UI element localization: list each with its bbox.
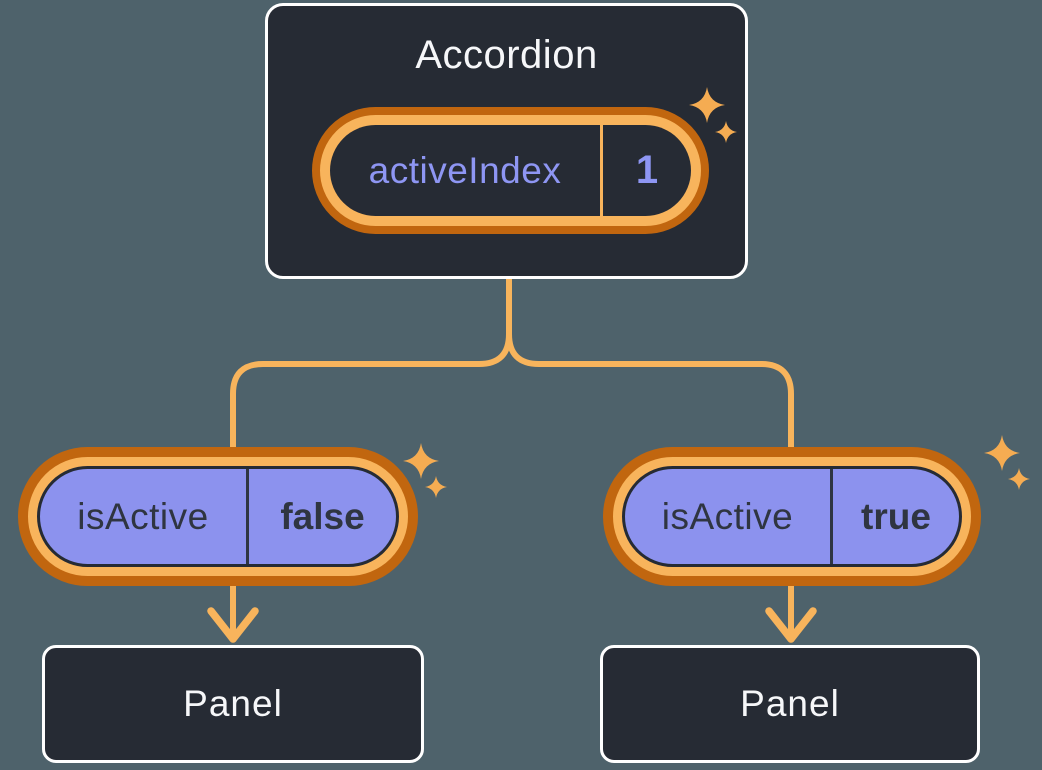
state-pill: activeIndex 1 bbox=[312, 107, 709, 234]
wire-right bbox=[506, 272, 794, 640]
prop-pill-body: isActive true bbox=[622, 466, 962, 567]
prop-name-label: isActive bbox=[77, 495, 209, 537]
component-title: Accordion bbox=[415, 33, 598, 77]
prop-pill-body: isActive false bbox=[37, 466, 399, 567]
sparkle-icon bbox=[403, 443, 447, 498]
state-name-label: activeIndex bbox=[368, 149, 562, 191]
prop-name-label: isActive bbox=[661, 495, 794, 537]
state-value-label: 1 bbox=[600, 125, 691, 216]
sparkle-icon bbox=[984, 435, 1030, 490]
state-pill-body: activeIndex 1 bbox=[330, 125, 691, 216]
sparkle-icon bbox=[689, 87, 737, 143]
arrow-down-icon bbox=[765, 607, 817, 643]
arrow-down-icon bbox=[207, 607, 259, 643]
prop-value-label: true bbox=[830, 469, 959, 564]
accordion-component-box: Accordion activeIndex 1 bbox=[265, 3, 748, 279]
prop-pill-isactive-true: isActive true bbox=[603, 447, 981, 586]
panel-component-box-right: Panel bbox=[600, 645, 980, 763]
prop-value-label: false bbox=[246, 469, 396, 564]
wire-left bbox=[230, 272, 512, 640]
panel-component-box-left: Panel bbox=[42, 645, 424, 763]
prop-pill-isactive-false: isActive false bbox=[18, 447, 418, 586]
